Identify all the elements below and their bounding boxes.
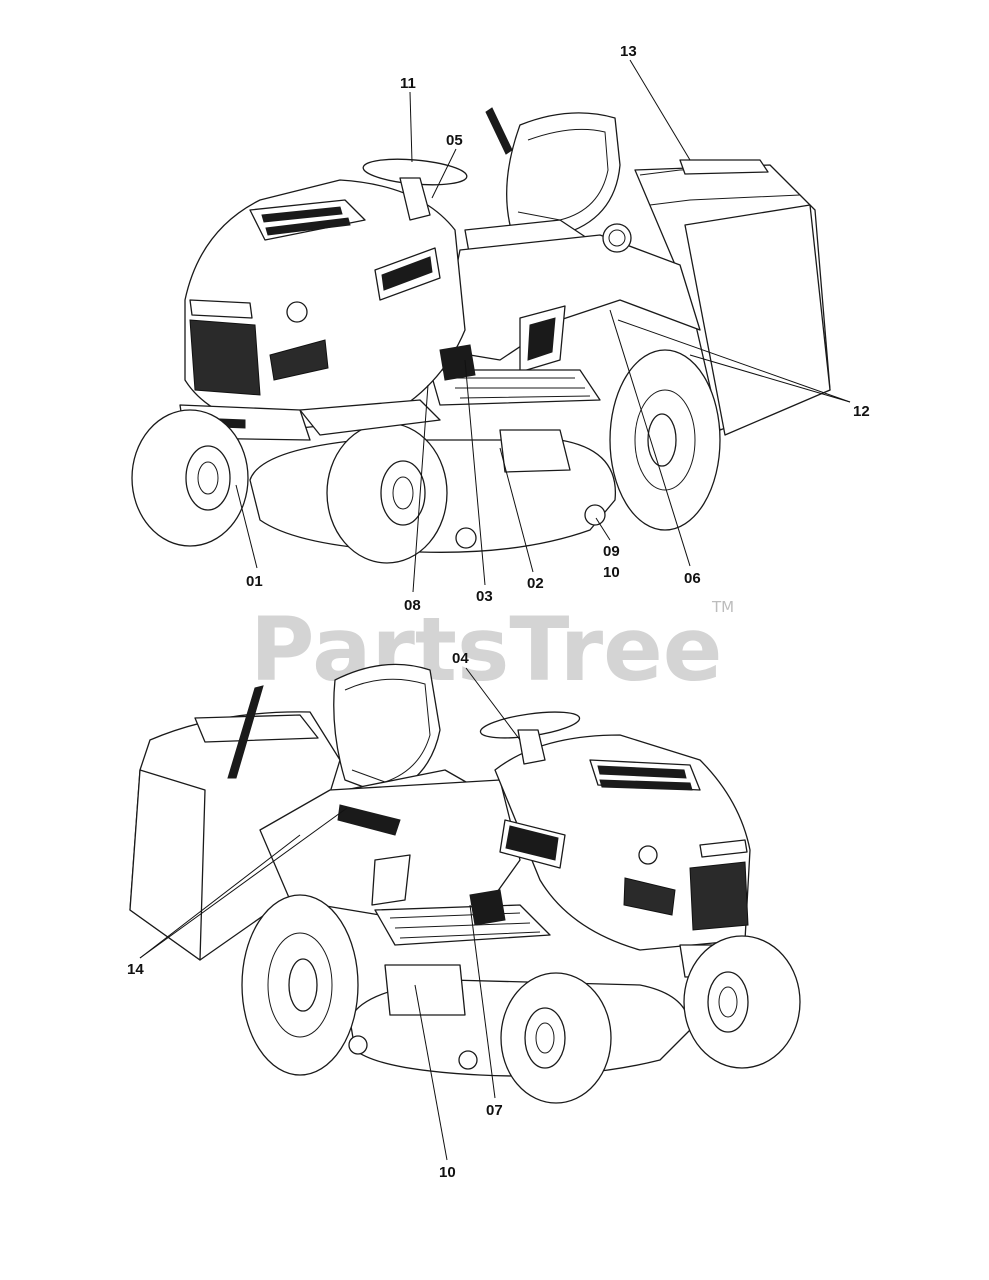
callout-11: 11	[400, 75, 416, 92]
callout-04: 04	[452, 650, 469, 667]
watermark-text: PartsTree	[250, 598, 722, 701]
callout-01: 01	[246, 573, 263, 590]
front-wheel-right	[326, 422, 448, 564]
steering-wheel-rear	[479, 711, 581, 765]
front-wheel-left-rear	[500, 972, 612, 1104]
callout-13: 13	[620, 43, 637, 60]
callout-12: 12	[853, 403, 870, 420]
callout-10-top: 10	[603, 564, 620, 581]
leader-lines	[139, 59, 851, 1161]
lift-lever-rear	[227, 685, 264, 779]
callout-08: 08	[404, 597, 421, 614]
callout-06: 06	[684, 570, 701, 587]
steering-wheel	[362, 158, 468, 221]
callout-03: 03	[476, 588, 493, 605]
rear-fender	[439, 223, 701, 373]
callout-05: 05	[446, 132, 463, 149]
callout-07: 07	[486, 1102, 503, 1119]
front-wheel-left	[131, 409, 249, 547]
watermark-tm: TM	[711, 598, 734, 616]
mower-front-view	[131, 107, 831, 564]
lift-lever	[485, 107, 513, 155]
front-wheel-right-rear	[683, 935, 801, 1069]
callout-14: 14	[127, 961, 144, 978]
callout-10-bottom: 10	[439, 1164, 456, 1181]
rear-wheel-right	[609, 349, 721, 531]
mower-rear-view	[129, 663, 801, 1104]
rear-wheel-left	[241, 894, 359, 1076]
callouts: 11 05 13 12 01 08 03 02 09 10 06 04 14 0…	[127, 43, 870, 1181]
hood	[184, 179, 466, 431]
hood-rear	[494, 734, 751, 951]
watermark: PartsTree TM	[250, 598, 734, 701]
callout-09: 09	[603, 543, 620, 560]
grass-bag	[634, 159, 831, 436]
callout-02: 02	[527, 575, 544, 592]
